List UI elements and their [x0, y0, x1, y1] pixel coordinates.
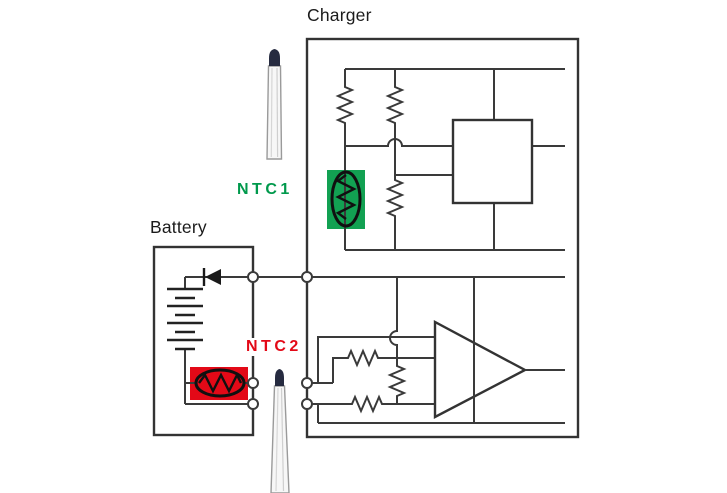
- battery-label: Battery: [150, 217, 207, 237]
- opamp-symbol: [433, 320, 528, 419]
- terminal-node: [301, 398, 313, 410]
- resistor-r3-chain: [332, 348, 435, 383]
- terminal-node: [247, 398, 259, 410]
- probe-tip: [275, 369, 284, 386]
- ntc2-thermistor-symbol: [194, 368, 246, 398]
- charger-box: [305, 37, 580, 439]
- temperature-probe-bottom: [270, 369, 290, 493]
- battery-cell-symbol: [167, 287, 203, 351]
- resistor-r2-chain: [385, 69, 405, 250]
- reference-drop-resistor-r5: [387, 277, 407, 404]
- terminal-node: [301, 377, 313, 389]
- diode-symbol: [202, 268, 221, 286]
- probe-body-highlight: [270, 67, 273, 158]
- resistor-r4-chain: [307, 394, 435, 414]
- control-ic-block: [451, 118, 534, 205]
- ntc2-zigzag: [198, 372, 243, 394]
- ntc1-label: NTC1: [237, 181, 293, 198]
- temperature-probe-top: [266, 49, 283, 160]
- ntc1-zigzag: [335, 174, 357, 220]
- wire-hop-top: [345, 138, 453, 147]
- diode-triangle: [205, 269, 221, 285]
- ntc1-thermistor-symbol: [330, 170, 362, 228]
- wiring: [184, 68, 565, 424]
- charger-label: Charger: [307, 5, 372, 25]
- probe-body-highlight: [276, 67, 279, 158]
- terminal-node: [247, 271, 259, 283]
- ntc2-label: NTC2: [244, 338, 304, 356]
- probe-body-highlight: [280, 387, 285, 492]
- probe-tip: [269, 49, 280, 66]
- terminal-node: [301, 271, 313, 283]
- terminal-node: [247, 377, 259, 389]
- probe-body: [266, 65, 283, 160]
- probe-body-highlight: [275, 387, 279, 492]
- probe-body: [270, 385, 290, 493]
- resistor-r1: [335, 69, 355, 146]
- opamp-upper-input-wire: [317, 336, 435, 383]
